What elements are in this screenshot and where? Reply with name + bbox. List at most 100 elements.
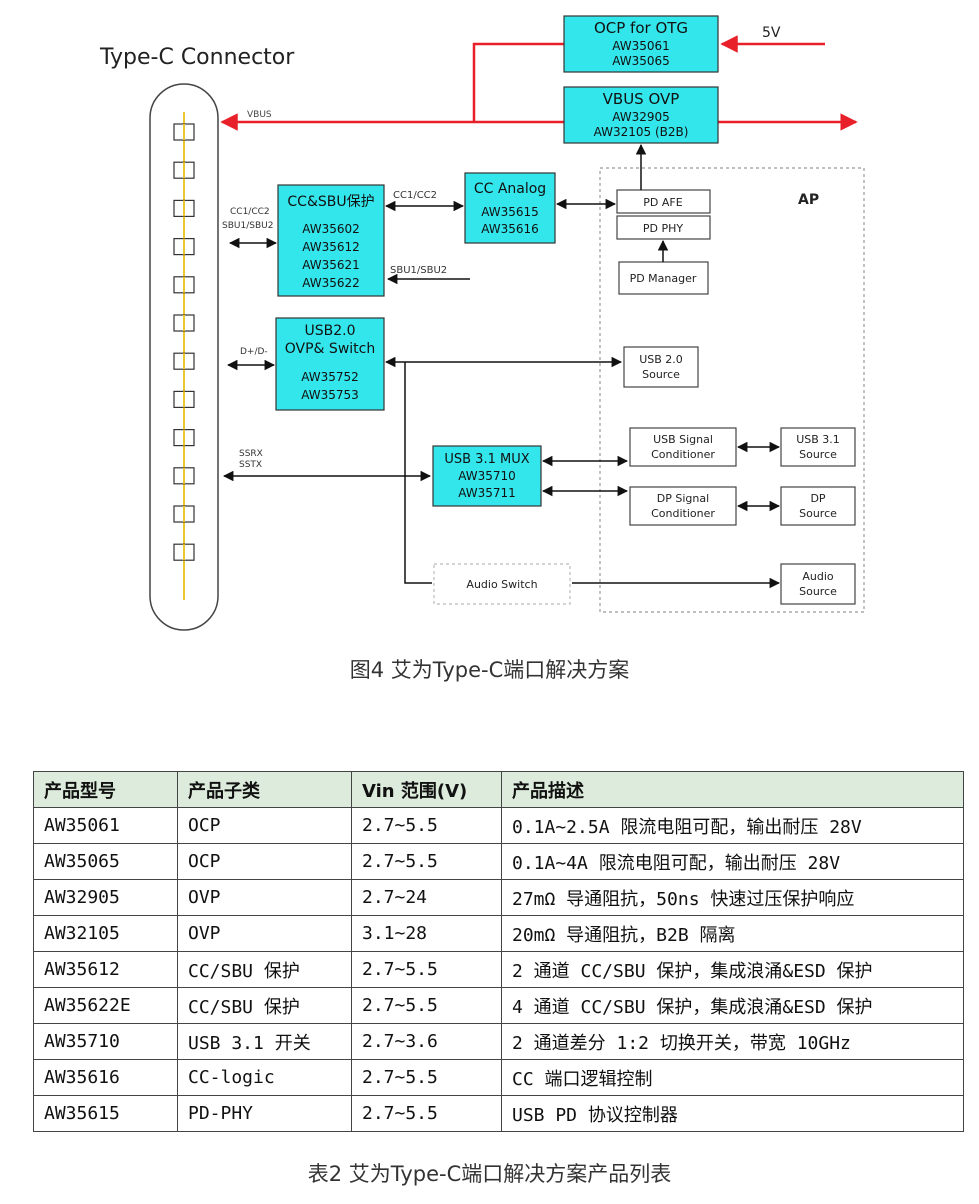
ocp-part-1: AW35061 xyxy=(612,39,670,53)
signal-5v: 5V xyxy=(762,25,781,41)
vbus-ovp-part-1: AW32905 xyxy=(612,110,670,124)
cell-description: 2 通道差分 1:2 切换开关，带宽 10GHz xyxy=(501,1023,964,1060)
power-lines xyxy=(220,35,858,131)
cell-model: AW32105 xyxy=(33,915,178,952)
audio-source-line-2: Source xyxy=(799,585,837,598)
cell-vin: 2.7~24 xyxy=(351,879,502,916)
cell-model: AW35622E xyxy=(33,987,178,1024)
usb2-source-line-1: USB 2.0 xyxy=(639,353,683,366)
signal-ssrx: SSRX xyxy=(239,449,263,459)
ocp-for-otg-block: OCP for OTG AW35061 AW35065 xyxy=(563,15,719,73)
header-vin-range: Vin 范围(V) xyxy=(351,771,502,808)
signal-vbus: VBUS xyxy=(247,110,272,120)
cell-vin: 3.1~28 xyxy=(351,915,502,952)
pd-manager-block: PD Manager xyxy=(618,261,709,295)
cell-model: AW35616 xyxy=(33,1059,178,1096)
usb2-source-block: USB 2.0 Source xyxy=(623,346,699,388)
cell-description: USB PD 协议控制器 xyxy=(501,1095,964,1132)
type-c-connector xyxy=(149,83,219,631)
usb31-mux-title: USB 3.1 MUX xyxy=(444,452,529,467)
cc-sbu-part-1: AW35602 xyxy=(302,222,360,236)
cell-vin: 2.7~5.5 xyxy=(351,1059,502,1096)
cc-analog-part-1: AW35615 xyxy=(481,205,539,219)
cell-description: 20mΩ 导通阻抗，B2B 隔离 xyxy=(501,915,964,952)
cell-subcategory: OVP xyxy=(177,915,352,952)
audio-switch-label: Audio Switch xyxy=(466,578,537,591)
cell-model: AW35612 xyxy=(33,951,178,988)
cell-model: AW32905 xyxy=(33,879,178,916)
cell-subcategory: USB 3.1 开关 xyxy=(177,1023,352,1060)
cell-vin: 2.7~3.6 xyxy=(351,1023,502,1060)
dp-source-block: DP Source xyxy=(780,486,856,526)
pd-phy-block: PD PHY xyxy=(616,215,711,240)
audio-source-line-1: Audio xyxy=(802,570,834,583)
dp-conditioner-line-1: DP Signal xyxy=(657,492,709,505)
pd-afe-block: PD AFE xyxy=(616,189,711,214)
cc-sbu-part-3: AW35621 xyxy=(302,258,360,272)
signal-dp-dm: D+/D- xyxy=(240,347,268,357)
cc-sbu-part-4: AW35622 xyxy=(302,276,360,290)
signal-sstx: SSTX xyxy=(239,460,262,470)
type-c-solution-diagram: Type-C Connector AP 5V VBUS OCP for OTG … xyxy=(99,15,865,631)
signal-sbu1-sbu2-left: SBU1/SBU2 xyxy=(222,221,273,231)
usb31-source-block: USB 3.1 Source xyxy=(780,427,856,467)
cell-subcategory: OCP xyxy=(177,843,352,880)
usb2-ovp-part-2: AW35753 xyxy=(301,388,359,402)
usb-signal-conditioner-block: USB Signal Conditioner xyxy=(629,427,737,467)
usb2-ovp-title-2: OVP& Switch xyxy=(285,341,375,357)
header-model: 产品型号 xyxy=(33,771,178,808)
cell-description: CC 端口逻辑控制 xyxy=(501,1059,964,1096)
cell-description: 0.1A~4A 限流电阻可配，输出耐压 28V xyxy=(501,843,964,880)
cell-subcategory: CC/SBU 保护 xyxy=(177,987,352,1024)
cell-vin: 2.7~5.5 xyxy=(351,1095,502,1132)
usb-conditioner-line-1: USB Signal xyxy=(653,433,713,446)
usb31-source-line-1: USB 3.1 xyxy=(796,433,840,446)
header-subcategory: 产品子类 xyxy=(177,771,352,808)
cell-description: 27mΩ 导通阻抗，50ns 快速过压保护响应 xyxy=(501,879,964,916)
cc-sbu-protection-block: CC&SBU保护 AW35602 AW35612 AW35621 AW35622 xyxy=(277,184,385,297)
pd-manager-label: PD Manager xyxy=(630,272,697,285)
table-header-row: 产品型号 产品子类 Vin 范围(V) 产品描述 xyxy=(33,771,964,808)
dp-source-line-1: DP xyxy=(810,492,825,505)
cell-model: AW35615 xyxy=(33,1095,178,1132)
figure-caption: 图4 艾为Type-C端口解决方案 xyxy=(349,658,630,682)
pd-afe-label: PD AFE xyxy=(643,196,682,209)
cc-sbu-part-2: AW35612 xyxy=(302,240,360,254)
usb2-ovp-title-1: USB2.0 xyxy=(304,323,355,339)
usb31-mux-part-2: AW35711 xyxy=(458,486,516,500)
pd-phy-label: PD PHY xyxy=(643,222,684,235)
usb2-ovp-switch-block: USB2.0 OVP& Switch AW35752 AW35753 xyxy=(275,317,385,411)
cell-vin: 2.7~5.5 xyxy=(351,807,502,844)
ap-label: AP xyxy=(798,192,819,208)
cell-model: AW35061 xyxy=(33,807,178,844)
cell-description: 4 通道 CC/SBU 保护，集成浪涌&ESD 保护 xyxy=(501,987,964,1024)
usb-conditioner-line-2: Conditioner xyxy=(651,448,715,461)
cell-subcategory: PD-PHY xyxy=(177,1095,352,1132)
ocp-part-2: AW35065 xyxy=(612,54,670,68)
usb2-source-line-2: Source xyxy=(642,368,680,381)
signal-cc1-cc2-left: CC1/CC2 xyxy=(230,207,270,217)
usb31-mux-block: USB 3.1 MUX AW35710 AW35711 xyxy=(432,445,542,507)
dp-source-line-2: Source xyxy=(799,507,837,520)
cc-analog-part-2: AW35616 xyxy=(481,222,539,236)
cc-analog-title: CC Analog xyxy=(474,181,546,197)
cell-description: 2 通道 CC/SBU 保护，集成浪涌&ESD 保护 xyxy=(501,951,964,988)
audio-source-block: Audio Source xyxy=(780,563,856,605)
cc-sbu-title: CC&SBU保护 xyxy=(287,194,374,210)
ocp-title: OCP for OTG xyxy=(594,19,688,37)
cell-subcategory: OVP xyxy=(177,879,352,916)
signal-cc1-cc2-mid: CC1/CC2 xyxy=(393,190,437,201)
cell-subcategory: CC/SBU 保护 xyxy=(177,951,352,988)
usb31-source-line-2: Source xyxy=(799,448,837,461)
usb2-ovp-part-1: AW35752 xyxy=(301,370,359,384)
cell-model: AW35710 xyxy=(33,1023,178,1060)
connector-title: Type-C Connector xyxy=(99,45,295,70)
